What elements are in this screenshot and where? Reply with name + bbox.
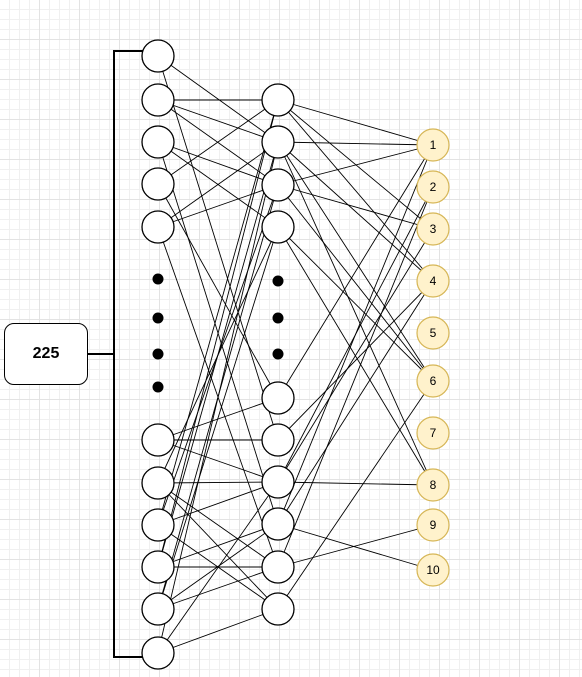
edge-hidden-2-output-6: [277, 141, 434, 382]
edge-hidden-8-output-1: [277, 144, 434, 525]
edge-input-7-hidden-10: [157, 482, 279, 610]
edge-input-9-hidden-8: [157, 523, 279, 568]
output-node-3[interactable]: [416, 212, 450, 246]
edge-input-5-hidden-3: [157, 184, 279, 228]
edge-group: [157, 55, 434, 654]
edge-input-4-hidden-5: [157, 183, 279, 399]
hidden-node-5[interactable]: [261, 381, 295, 415]
edge-hidden-2-output-1: [277, 141, 434, 146]
input-node-3[interactable]: [141, 125, 175, 159]
output-node-5[interactable]: [416, 316, 450, 350]
ellipsis-dot: [272, 275, 284, 287]
edge-input-5-hidden-2: [157, 141, 279, 228]
output-node-7[interactable]: [416, 416, 450, 450]
edge-hidden-2-output-4: [277, 141, 434, 282]
edge-input-10-hidden-4: [157, 226, 279, 610]
ellipsis-dot: [152, 348, 164, 360]
edge-hidden-7-output-8: [277, 481, 434, 486]
hidden-node-8[interactable]: [261, 507, 295, 541]
output-node-label: 1: [430, 138, 437, 152]
edge-input-10-hidden-8: [157, 523, 279, 610]
output-node-6[interactable]: [416, 364, 450, 398]
output-node-label: 4: [430, 274, 437, 288]
ellipsis-dot: [152, 381, 164, 393]
edge-hidden-1-output-3: [277, 99, 434, 230]
hidden-node-4[interactable]: [261, 210, 295, 244]
output-node-label: 3: [430, 222, 437, 236]
edge-hidden-1-output-4: [277, 99, 434, 282]
input-node-2[interactable]: [141, 83, 175, 117]
input-node-8[interactable]: [141, 508, 175, 542]
edge-hidden-7-output-3: [277, 228, 434, 483]
input-node-4[interactable]: [141, 167, 175, 201]
edge-hidden-3-output-6: [277, 184, 434, 382]
hidden-node-3[interactable]: [261, 168, 295, 202]
hidden-node-2[interactable]: [261, 125, 295, 159]
output-node-9[interactable]: [416, 508, 450, 542]
ellipsis-dot: [152, 312, 164, 324]
edge-hidden-4-output-6: [277, 226, 434, 382]
edge-input-9-hidden-1: [157, 99, 279, 568]
edge-hidden-5-output-1: [277, 144, 434, 399]
input-node-7[interactable]: [141, 466, 175, 500]
output-node-label: 2: [430, 180, 437, 194]
input-node-6[interactable]: [141, 423, 175, 457]
output-node-2[interactable]: [416, 170, 450, 204]
edge-hidden-6-output-4: [277, 280, 434, 441]
hidden-node-7[interactable]: [261, 465, 295, 499]
output-node-label: 9: [430, 518, 437, 532]
edge-input-6-hidden-7: [157, 439, 279, 483]
input-node-10[interactable]: [141, 592, 175, 626]
hidden-node-10[interactable]: [261, 592, 295, 626]
output-node-label: 7: [430, 426, 437, 440]
edge-input-10-hidden-9: [157, 566, 279, 610]
edge-hidden-9-output-2: [277, 186, 434, 568]
input-bracket: [88, 50, 143, 658]
edge-input-7-hidden-7: [157, 481, 279, 484]
input-node-1[interactable]: [141, 39, 175, 73]
output-node-10[interactable]: [416, 553, 450, 587]
edge-input-9-hidden-2: [157, 141, 279, 568]
edge-hidden-3-output-3: [277, 184, 434, 230]
edge-input-11-hidden-7: [157, 481, 279, 654]
output-node-4[interactable]: [416, 264, 450, 298]
edge-input-4-hidden-1: [157, 99, 279, 185]
hidden-node-9[interactable]: [261, 550, 295, 584]
output-node-label: 6: [430, 374, 437, 388]
output-node-label: 10: [426, 563, 440, 577]
ellipsis-dots: [152, 273, 284, 393]
hidden-node-6[interactable]: [261, 423, 295, 457]
ellipsis-dot: [272, 348, 284, 360]
hidden-node-1[interactable]: [261, 83, 295, 117]
edge-hidden-10-output-6: [277, 380, 434, 610]
node-group: 1 2 3 4 5 6 7 8 9 10: [141, 39, 450, 670]
output-node-label: 8: [430, 478, 437, 492]
output-node-label: 5: [430, 326, 437, 340]
edge-input-1-hidden-6: [157, 55, 279, 441]
edge-input-2-hidden-2: [157, 99, 279, 143]
input-node-11[interactable]: [141, 636, 175, 670]
output-node-1[interactable]: [416, 128, 450, 162]
input-size-box[interactable]: 225: [4, 323, 88, 385]
edge-hidden-2-output-8: [277, 141, 434, 486]
ellipsis-dot: [152, 273, 164, 285]
edge-hidden-9-output-9: [277, 524, 434, 568]
edge-input-11-hidden-10: [157, 608, 279, 654]
edge-input-1-hidden-2: [157, 55, 279, 143]
edge-hidden-3-output-1: [277, 144, 434, 186]
input-node-9[interactable]: [141, 550, 175, 584]
edge-hidden-1-output-1: [277, 99, 434, 146]
input-node-5[interactable]: [141, 210, 175, 244]
edge-input-8-hidden-7: [157, 481, 279, 526]
output-node-8[interactable]: [416, 468, 450, 502]
ellipsis-dot: [272, 312, 284, 324]
edge-hidden-8-output-10: [277, 523, 434, 571]
edge-input-11-hidden-2: [157, 141, 279, 654]
edge-hidden-8-output-4: [277, 280, 434, 525]
edge-input-8-hidden-1: [157, 99, 279, 526]
